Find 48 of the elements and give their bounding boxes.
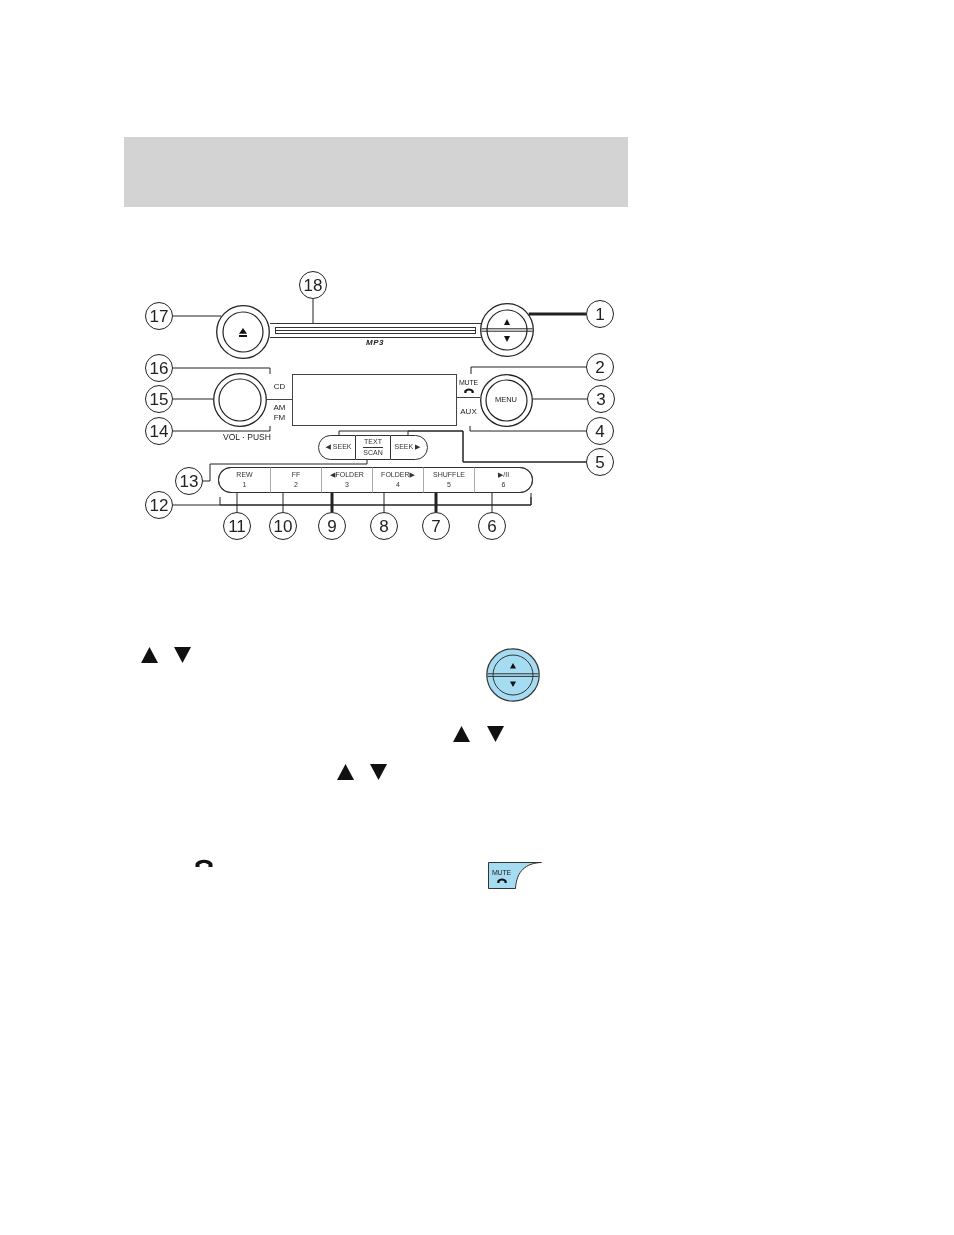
am-fm-key: AM FM [267,400,293,426]
callout-number: 7 [422,512,450,540]
leader-line [172,367,271,375]
leader-line [383,492,385,513]
leader-line [236,492,238,513]
leader-line [172,492,532,506]
text-scan-key [356,435,390,460]
leader-line [470,366,587,375]
leader-line [469,425,587,432]
callout-number: 13 [175,467,203,495]
callout-number: 9 [318,512,346,540]
callout-number: 18 [299,271,327,299]
knob-caption: VOL · PUSH [222,433,272,442]
callout-number: 4 [586,417,614,445]
callout-number: 8 [370,512,398,540]
callout-number: 3 [587,385,615,413]
callout-number: 10 [269,512,297,540]
disc-slot [270,323,481,338]
aux-key: AUX [456,398,480,426]
callout-number: 2 [586,353,614,381]
cd-key: CD [267,374,293,400]
leader-line [434,493,438,512]
leader-line [282,492,284,513]
volume-knob [213,373,267,427]
format-label: MP3 [364,339,386,347]
callout-number: 11 [223,512,251,540]
leader-line [202,459,368,482]
callout-number: 12 [145,491,173,519]
leader-line [172,425,271,432]
leader-line [491,492,493,513]
callout-number: 17 [145,302,173,330]
tune-knob [480,303,534,357]
callout-number: 16 [145,354,173,382]
callout-number: 6 [478,512,506,540]
callout-number: 1 [586,300,614,328]
display-screen [292,374,457,426]
leader-line [172,398,214,400]
leader-line [528,312,586,316]
mute-key [488,862,542,889]
callout-number: 5 [586,448,614,476]
leader-line [312,298,314,324]
leader-line [330,493,334,512]
eject-button [216,305,270,359]
leader-line [172,315,222,317]
callout-number: 14 [145,417,173,445]
leader-line [407,430,587,463]
leader-line [532,398,588,400]
callout-number: 15 [145,385,173,413]
